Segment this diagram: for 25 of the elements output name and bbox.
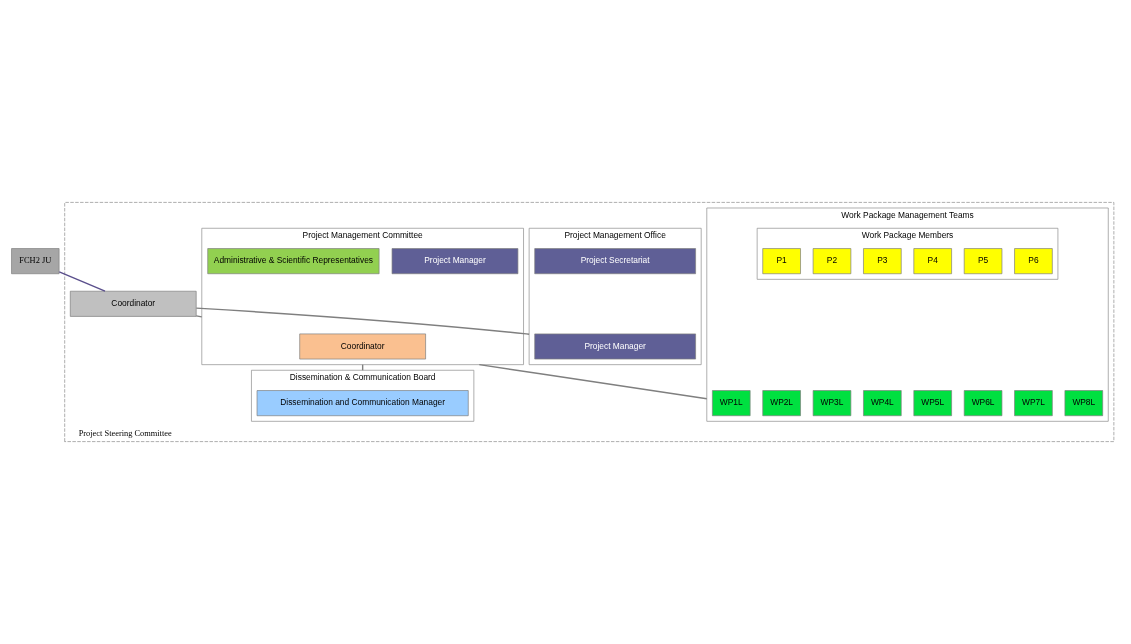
node-box: P1 [762,248,801,275]
node-box: Project Manager [391,248,519,275]
node-box: WP6L [963,390,1003,417]
node-box: WP5L [913,390,952,417]
node-box: Project Manager [534,333,696,360]
connector [195,307,530,335]
connector [58,271,106,292]
node-box: P5 [963,248,1003,275]
node-box: WP2L [762,390,801,417]
node-box: WP3L [812,390,852,417]
node-box: P2 [812,248,852,275]
node-box: Dissemination and Communication Manager [256,390,469,417]
node-box: Coordinator [299,333,426,360]
node-box: Coordinator [69,290,197,317]
node-box: Administrative & Scientific Representatives [207,248,380,275]
node-box: WP8L [1064,390,1104,417]
node-box: WP7L [1014,390,1053,417]
node-box: P3 [863,248,902,275]
node-box: P4 [913,248,952,275]
node-box: Project Secretariat [534,248,696,275]
connector [478,363,708,400]
node-box: WP4L [863,390,902,417]
connector [195,315,203,318]
node-box: P6 [1014,248,1053,275]
node-box: WP1L [712,390,751,417]
